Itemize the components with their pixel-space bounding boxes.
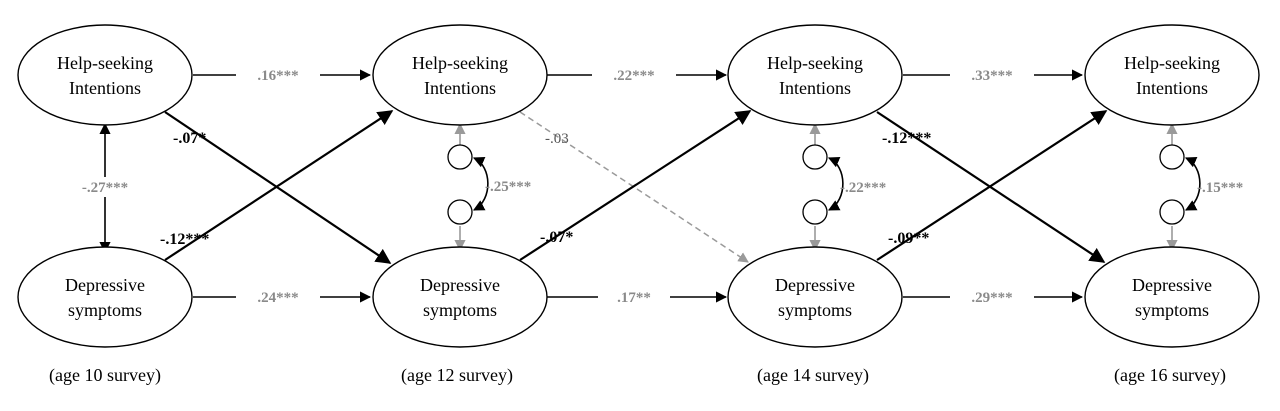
node-depressive-age16: Depressive symptoms (1084, 246, 1260, 348)
node-help-seeking-age10: Help-seeking Intentions (17, 24, 193, 126)
coef-residual-corr-age12: -.25*** (485, 179, 531, 195)
coef-dep-stability-14-16: .29*** (971, 290, 1012, 306)
node-label-line2: symptoms (423, 300, 497, 320)
coef-cross-dep10-hs12: -.12*** (160, 231, 209, 248)
node-label-line2: Intentions (69, 78, 141, 98)
wave-label-age12: (age 12 survey) (401, 365, 513, 386)
node-label-line1: Depressive (775, 275, 855, 295)
node-label-line2: symptoms (778, 300, 852, 320)
node-label-line2: Intentions (779, 78, 851, 98)
coef-hs-stability-14-16: .33*** (971, 68, 1012, 84)
coef-cross-hs10-dep12: -.07* (173, 130, 206, 147)
cross-arrow-hs12-dep14 (519, 111, 749, 263)
coef-cross-hs12-dep14: -.03 (545, 131, 569, 147)
coef-correlation-age10: -.27*** (82, 180, 128, 196)
cross-arrow-dep10-hs12 (164, 110, 394, 261)
node-label-line1: Help-seeking (767, 53, 863, 73)
node-help-seeking-age14: Help-seeking Intentions (727, 24, 903, 126)
residual-group-age16 (1159, 122, 1201, 252)
residual-circle-dep14 (802, 199, 828, 225)
coef-residual-corr-age16: -.15*** (1197, 180, 1243, 196)
residual-circle-dep12 (447, 199, 473, 225)
node-label-line1: Depressive (65, 275, 145, 295)
cross-arrow-hs10-dep12 (164, 111, 392, 264)
node-label-line1: Help-seeking (1124, 53, 1220, 73)
node-depressive-age10: Depressive symptoms (17, 246, 193, 348)
node-label-line2: symptoms (68, 300, 142, 320)
node-help-seeking-age16: Help-seeking Intentions (1084, 24, 1260, 126)
node-label-line2: Intentions (424, 78, 496, 98)
coef-dep-stability-12-14: .17** (617, 290, 651, 306)
node-label-line1: Depressive (1132, 275, 1212, 295)
residual-group-age12 (447, 122, 489, 252)
cross-arrow-dep14-hs16 (876, 110, 1108, 261)
coef-cross-hs14-dep16: -.12*** (882, 130, 931, 147)
wave-label-age14: (age 14 survey) (757, 365, 869, 386)
residual-circle-hs12 (447, 144, 473, 170)
coef-cross-dep12-hs14: -.07* (540, 229, 573, 246)
node-label-line1: Help-seeking (57, 53, 153, 73)
coef-hs-stability-12-14: .22*** (613, 68, 654, 84)
node-depressive-age14: Depressive symptoms (727, 246, 903, 348)
coef-hs-stability-10-12: .16*** (257, 68, 298, 84)
residual-circle-hs16 (1159, 144, 1185, 170)
residual-group-age14 (802, 122, 844, 252)
node-label-line2: symptoms (1135, 300, 1209, 320)
coef-cross-dep14-hs16: -.09** (888, 230, 929, 247)
residual-circle-hs14 (802, 144, 828, 170)
node-label-line1: Depressive (420, 275, 500, 295)
wave-label-age16: (age 16 survey) (1114, 365, 1226, 386)
node-depressive-age12: Depressive symptoms (372, 246, 548, 348)
wave-label-age10: (age 10 survey) (49, 365, 161, 386)
node-help-seeking-age12: Help-seeking Intentions (372, 24, 548, 126)
coef-dep-stability-10-12: .24*** (257, 290, 298, 306)
node-label-line2: Intentions (1136, 78, 1208, 98)
node-label-line1: Help-seeking (412, 53, 508, 73)
coef-residual-corr-age14: -.22*** (840, 180, 886, 196)
residual-circle-dep16 (1159, 199, 1185, 225)
cross-arrow-dep12-hs14 (519, 110, 752, 261)
